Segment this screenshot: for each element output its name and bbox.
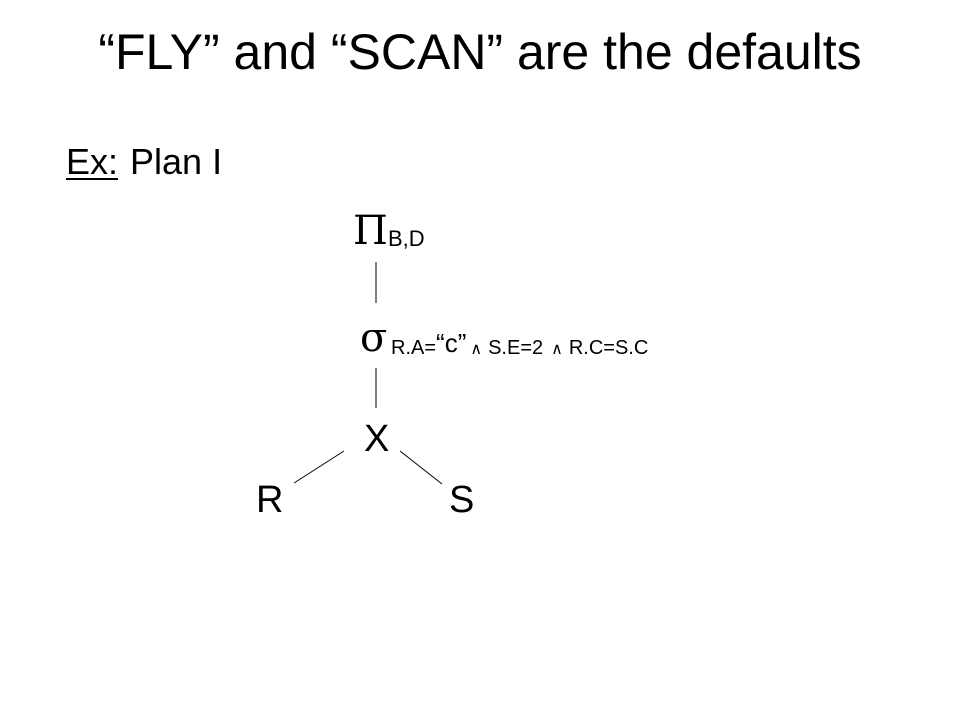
selection-cond-part1: R.A= [391, 337, 436, 359]
and-operator-1: ∧ [470, 341, 482, 358]
projection-symbol: Π [353, 208, 388, 254]
ex-label: Ex: [66, 141, 119, 182]
relation-s: S [449, 479, 474, 521]
selection-cond-part4: R.C=S.C [569, 337, 648, 359]
relation-r: R [256, 479, 283, 521]
edge-join-r [293, 450, 345, 484]
selection-node: σ R.A=“c”∧S.E=2∧R.C=S.C [360, 315, 648, 361]
projection-node: Π B,D [353, 208, 425, 254]
example-heading: Ex: Plan I [66, 140, 222, 184]
and-operator-2: ∧ [551, 341, 563, 358]
selection-symbol: σ [360, 315, 387, 361]
edge-join-s [399, 450, 443, 485]
join-node: X [364, 418, 389, 460]
plan-label: Plan I [130, 141, 223, 182]
selection-condition: R.A=“c”∧S.E=2∧R.C=S.C [391, 328, 648, 359]
selection-cond-literal: “c” [436, 328, 466, 358]
projection-subscript: B,D [388, 226, 425, 251]
slide-title: “FLY” and “SCAN” are the defaults [98, 24, 862, 80]
selection-cond-part3: S.E=2 [488, 337, 543, 359]
